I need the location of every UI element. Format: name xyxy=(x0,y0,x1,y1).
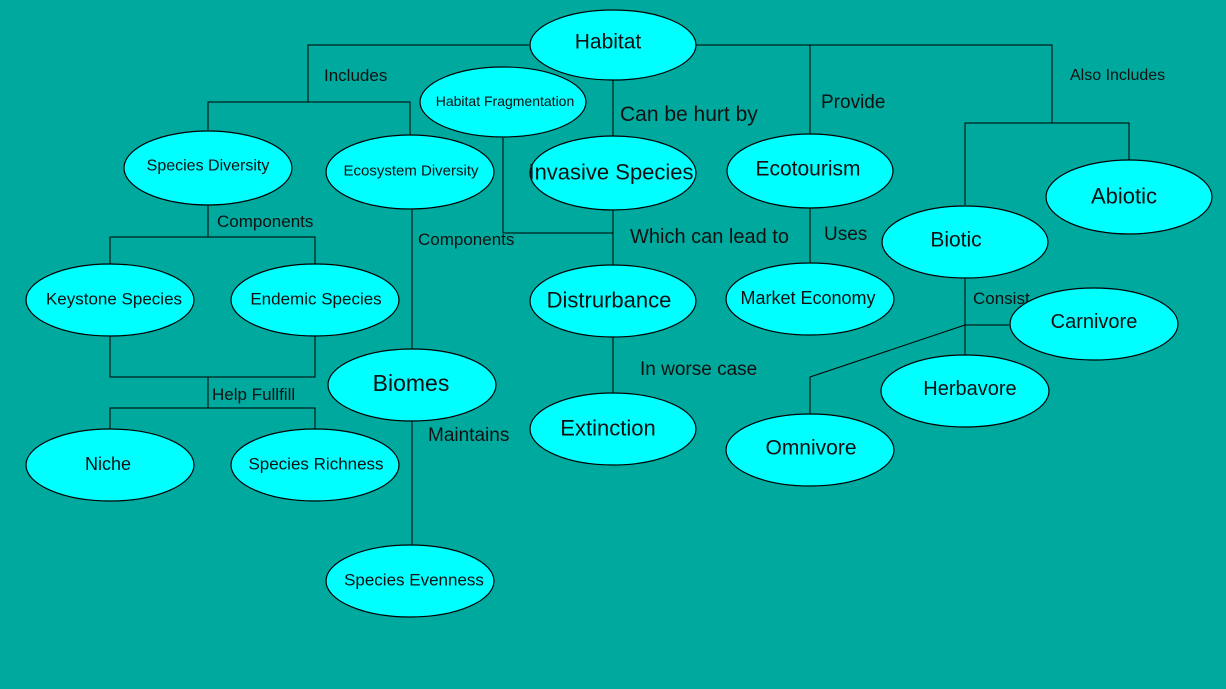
node-ecotourism: Ecotourism xyxy=(726,133,894,209)
edge-habitat-ecosystem-diversity xyxy=(308,101,411,135)
svg-text:Species Diversity: Species Diversity xyxy=(147,158,270,175)
node-distrurbance: Distrurbance xyxy=(529,264,697,338)
svg-text:Abiotic: Abiotic xyxy=(1091,184,1157,209)
svg-text:Extinction: Extinction xyxy=(560,416,655,441)
node-biotic: Biotic xyxy=(881,205,1049,279)
node-species-evenness: Species Evenness xyxy=(325,544,495,618)
svg-text:Endemic Species: Endemic Species xyxy=(250,290,381,309)
edge-label-provide: Provide xyxy=(821,92,885,113)
node-habitat-fragmentation: Habitat Fragmentation xyxy=(419,66,587,138)
edge-species-help xyxy=(109,335,316,378)
svg-text:Keystone Species: Keystone Species xyxy=(46,290,182,309)
edge-help-niche xyxy=(109,377,209,430)
edge-label-also-includes: Also Includes xyxy=(1070,67,1165,84)
svg-text:Species Evenness: Species Evenness xyxy=(344,571,484,590)
svg-text:Biotic: Biotic xyxy=(930,229,981,252)
edge-label-help-fullfill: Help Fullfill xyxy=(212,385,295,404)
edge-biotic-abiotic-branch xyxy=(964,122,1130,205)
edge-label-maintains: Maintains xyxy=(428,425,509,446)
svg-text:Habitat: Habitat xyxy=(575,31,642,54)
edge-biotic-omnivore xyxy=(809,324,966,415)
node-carnivore: Carnivore xyxy=(1009,287,1179,361)
node-herbavore: Herbavore xyxy=(880,354,1050,428)
edge-components-keystone xyxy=(109,205,209,265)
svg-text:Distrurbance: Distrurbance xyxy=(547,288,672,313)
edge-label-includes: Includes xyxy=(324,66,387,85)
node-biomes: Biomes xyxy=(327,348,497,422)
edge-labels: Includes Can be hurt by Provide Also Inc… xyxy=(212,66,1165,446)
connector-lines xyxy=(109,44,1130,545)
svg-text:Carnivore: Carnivore xyxy=(1051,311,1138,333)
edge-components-endemic xyxy=(208,236,316,265)
svg-text:Species Richness: Species Richness xyxy=(248,455,383,474)
node-species-diversity: Species Diversity xyxy=(123,130,293,206)
node-abiotic: Abiotic xyxy=(1045,159,1213,235)
edge-fragmentation-disturbance xyxy=(502,138,613,234)
svg-text:Ecosystem Diversity: Ecosystem Diversity xyxy=(343,163,479,180)
svg-text:Biomes: Biomes xyxy=(373,370,450,396)
node-keystone-species: Keystone Species xyxy=(25,263,195,337)
edge-label-uses: Uses xyxy=(824,224,867,245)
node-species-richness: Species Richness xyxy=(230,428,400,502)
node-market-economy: Market Economy xyxy=(725,262,895,336)
node-niche: Niche xyxy=(25,428,195,502)
edge-label-consist: Consist xyxy=(973,289,1030,308)
node-extinction: Extinction xyxy=(529,392,697,466)
node-ecosystem-diversity: Ecosystem Diversity xyxy=(325,134,495,210)
edge-habitat-also-includes xyxy=(696,44,1053,123)
svg-text:Habitat Fragmentation: Habitat Fragmentation xyxy=(436,93,575,109)
svg-text:Omnivore: Omnivore xyxy=(765,437,856,460)
svg-text:Niche: Niche xyxy=(85,454,131,474)
edge-label-which-can-lead-to: Which can lead to xyxy=(630,226,789,248)
svg-text:Market Economy: Market Economy xyxy=(740,288,875,308)
svg-text:Ecotourism: Ecotourism xyxy=(755,158,860,181)
edge-help-richness xyxy=(208,407,316,430)
node-invasive-species: Invasive Species xyxy=(528,135,697,211)
edge-label-can-be-hurt-by: Can be hurt by xyxy=(620,103,758,126)
svg-text:Invasive Species: Invasive Species xyxy=(528,160,693,185)
edge-label-components-species: Components xyxy=(217,212,313,231)
svg-text:Herbavore: Herbavore xyxy=(923,378,1016,400)
node-omnivore: Omnivore xyxy=(725,413,895,487)
node-habitat: Habitat xyxy=(529,9,697,81)
node-endemic-species: Endemic Species xyxy=(230,263,400,337)
edge-label-components-ecosystem: Components xyxy=(418,230,514,249)
edge-label-in-worse-case: In worse case xyxy=(640,359,757,380)
